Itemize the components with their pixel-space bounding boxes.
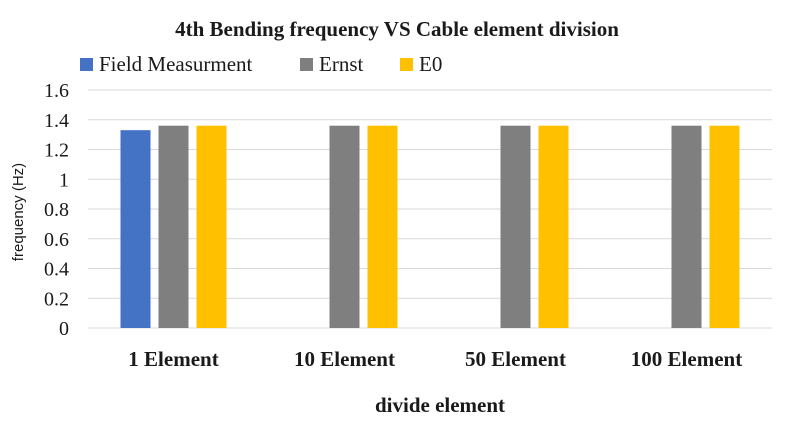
y-tick-label: 0 [59,318,69,340]
legend: Field Measurment Ernst E0 [80,52,442,76]
chart-title: 4th Bending frequency VS Cable element d… [175,17,619,41]
x-tick-label: 10 Element [294,347,395,371]
y-tick-label: 0.6 [44,229,69,251]
x-tick-label: 1 Element [128,347,218,371]
y-tick-label: 1.2 [44,140,69,162]
x-axis-ticks: 1 Element 10 Element 50 Element 100 Element [128,347,742,371]
y-tick-label: 1 [59,169,69,191]
bars [120,125,740,328]
y-tick-label: 0.2 [44,288,69,310]
y-tick-label: 1.4 [44,110,69,132]
y-tick-label: 0.4 [44,259,69,281]
legend-label: Ernst [319,52,363,76]
legend-swatch [400,58,413,71]
y-axis-label: frequency (Hz) [10,163,27,261]
legend-label: Field Measurment [99,52,253,76]
bar-e0-0 [196,125,227,328]
bar-ernst-2 [500,125,531,328]
bar-e0-3 [709,125,740,328]
bar-ernst-0 [158,125,189,328]
bar-field-measurment-0 [120,130,151,328]
legend-swatch [80,58,93,71]
legend-label: E0 [419,52,442,76]
y-tick-label: 1.6 [44,80,69,102]
bar-ernst-3 [671,125,702,328]
x-tick-label: 100 Element [631,347,742,371]
x-tick-label: 50 Element [465,347,566,371]
bar-e0-2 [538,125,569,328]
y-tick-label: 0.8 [44,199,69,221]
y-axis-ticks: 0 0.2 0.4 0.6 0.8 1 1.2 1.4 1.6 [44,80,69,340]
bar-ernst-1 [329,125,360,328]
x-axis-label: divide element [375,393,505,417]
bar-e0-1 [367,125,398,328]
legend-swatch [300,58,313,71]
gridlines [88,89,772,329]
